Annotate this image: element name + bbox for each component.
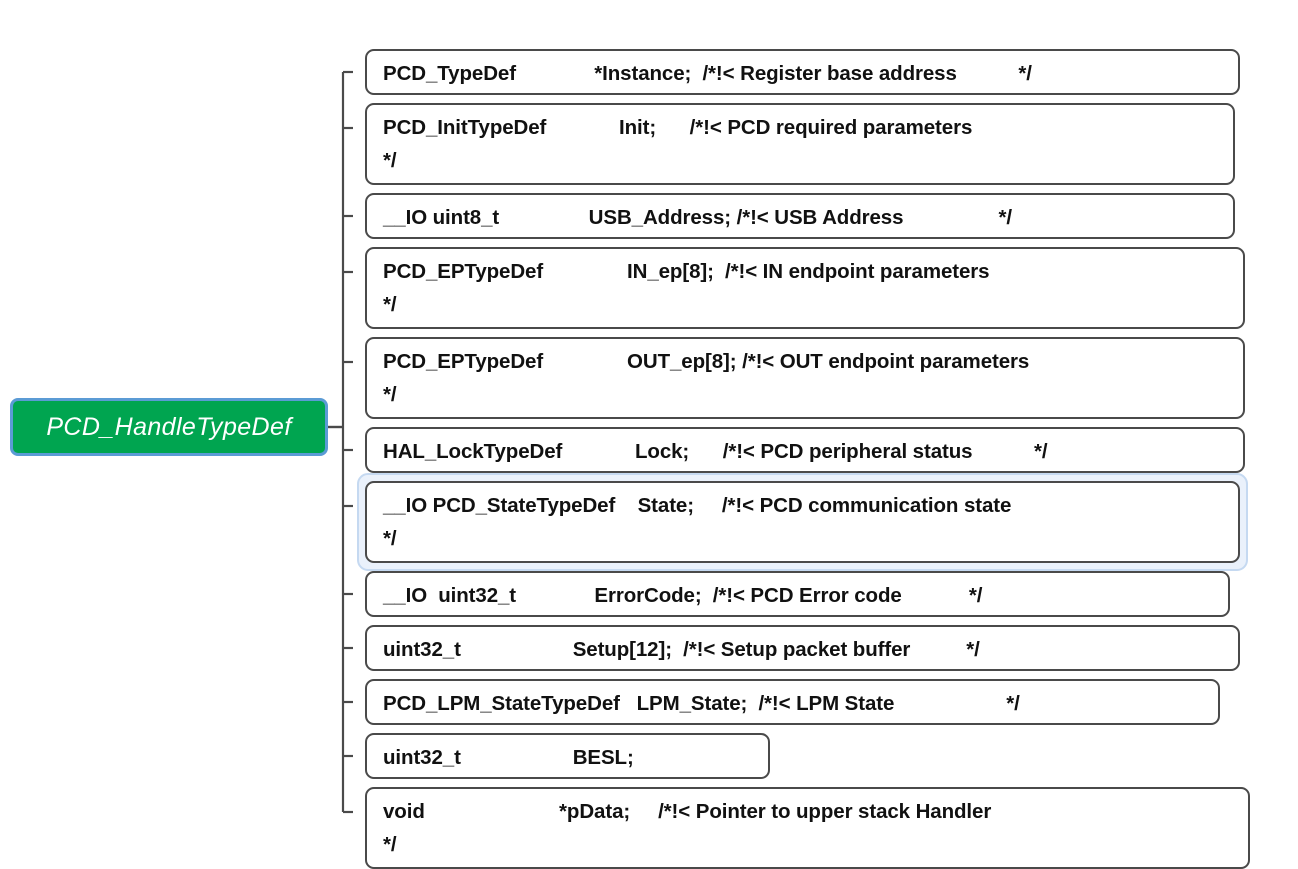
member-row-init[interactable]: PCD_InitTypeDef Init; /*!< PCD required … xyxy=(365,103,1235,185)
member-row-lock[interactable]: HAL_LockTypeDef Lock; /*!< PCD periphera… xyxy=(365,427,1245,473)
member-row-text: PCD_LPM_StateTypeDef LPM_State; /*!< LPM… xyxy=(383,692,1020,715)
member-row-pdata[interactable]: void *pData; /*!< Pointer to upper stack… xyxy=(365,787,1250,869)
member-row-text: PCD_EPTypeDef OUT_ep[8]; /*!< OUT endpoi… xyxy=(383,350,1030,406)
member-row-in-ep[interactable]: PCD_EPTypeDef IN_ep[8]; /*!< IN endpoint… xyxy=(365,247,1245,329)
root-node-label: PCD_HandleTypeDef xyxy=(46,412,292,441)
member-row-error-code[interactable]: __IO uint32_t ErrorCode; /*!< PCD Error … xyxy=(365,571,1230,617)
member-row-state[interactable]: __IO PCD_StateTypeDef State; /*!< PCD co… xyxy=(365,481,1240,563)
member-row-text: HAL_LockTypeDef Lock; /*!< PCD periphera… xyxy=(383,440,1048,463)
member-row-text: PCD_TypeDef *Instance; /*!< Register bas… xyxy=(383,62,1032,85)
member-row-out-ep[interactable]: PCD_EPTypeDef OUT_ep[8]; /*!< OUT endpoi… xyxy=(365,337,1245,419)
member-row-instance[interactable]: PCD_TypeDef *Instance; /*!< Register bas… xyxy=(365,49,1240,95)
member-row-text: PCD_EPTypeDef IN_ep[8]; /*!< IN endpoint… xyxy=(383,260,990,316)
struct-mindmap-diagram: PCD_HandleTypeDef PCD_TypeDef *Instance;… xyxy=(10,49,1250,869)
member-row-text: __IO PCD_StateTypeDef State; /*!< PCD co… xyxy=(383,494,1012,550)
member-row-besl[interactable]: uint32_t BESL; xyxy=(365,733,770,779)
member-row-lpm-state[interactable]: PCD_LPM_StateTypeDef LPM_State; /*!< LPM… xyxy=(365,679,1220,725)
member-row-text: uint32_t BESL; xyxy=(383,746,634,769)
member-row-setup[interactable]: uint32_t Setup[12]; /*!< Setup packet bu… xyxy=(365,625,1240,671)
member-row-text: __IO uint8_t USB_Address; /*!< USB Addre… xyxy=(383,206,1013,229)
member-row-usb-address[interactable]: __IO uint8_t USB_Address; /*!< USB Addre… xyxy=(365,193,1235,239)
member-row-text: uint32_t Setup[12]; /*!< Setup packet bu… xyxy=(383,638,980,661)
member-row-text: void *pData; /*!< Pointer to upper stack… xyxy=(383,800,992,856)
root-node-pcd-handletypedef[interactable]: PCD_HandleTypeDef xyxy=(10,398,328,456)
member-row-text: __IO uint32_t ErrorCode; /*!< PCD Error … xyxy=(383,584,983,607)
member-row-text: PCD_InitTypeDef Init; /*!< PCD required … xyxy=(383,116,973,172)
